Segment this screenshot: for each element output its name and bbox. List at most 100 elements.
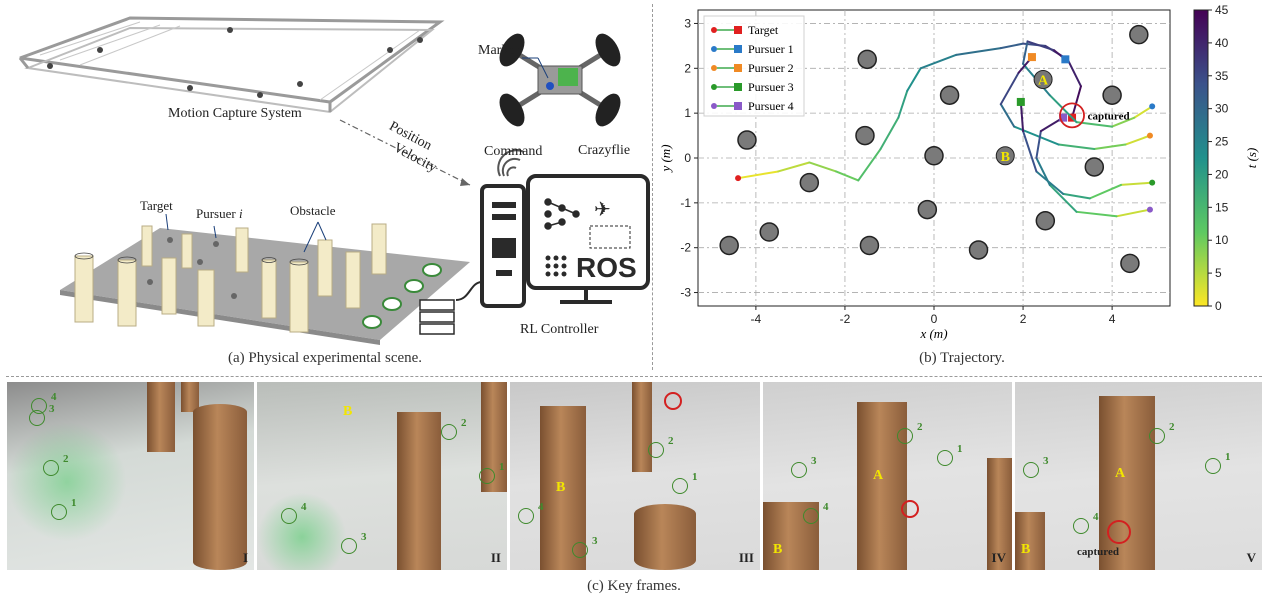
panel-a: ✈ Motion Capture System Marker Crazyflie… (0, 0, 650, 372)
pursuer-marker: 2 (43, 453, 69, 476)
obstacle-circle (737, 130, 757, 150)
pursuer-marker: 3 (341, 531, 367, 554)
wifi-icon (497, 149, 525, 177)
frame-number: III (738, 550, 754, 565)
x-tick-label: 0 (931, 312, 938, 326)
start-marker (1146, 132, 1153, 139)
colorbar-tick-label: 45 (1215, 3, 1229, 17)
ros-label: ROS (576, 252, 637, 283)
trajectory-segment (808, 161, 838, 173)
obstacle-circle (759, 222, 779, 242)
trajectory-segment (857, 148, 882, 182)
pursuer-marker: 4 (1073, 511, 1099, 534)
trajectory-segment (1124, 134, 1151, 146)
colorbar-tick-label: 40 (1215, 36, 1229, 50)
trajectory-segment (1133, 105, 1154, 119)
key-frame-1: 4 3 2 1 I (7, 382, 254, 570)
trajectory-segment (1120, 181, 1154, 186)
obstacle-circle (1102, 85, 1122, 105)
legend-end-marker (734, 45, 742, 53)
trajectory-segment (1093, 143, 1127, 151)
pursuer-marker: 1 (479, 461, 505, 484)
y-tick-label: 3 (684, 16, 691, 30)
frame-number: I (242, 550, 248, 565)
y-tick-label: -1 (680, 196, 691, 210)
trajectory-segment (1022, 130, 1038, 173)
y-axis-label: y (m) (658, 144, 673, 173)
trajectory-segment (1075, 210, 1118, 218)
pillar (1015, 512, 1045, 570)
colorbar-tick-label: 0 (1215, 299, 1222, 313)
trajectory-segment (1026, 40, 1056, 52)
colorbar (1193, 9, 1209, 307)
legend-label: Pursuer 2 (748, 61, 794, 75)
legend-end-marker (734, 102, 742, 110)
obstacle-circle (1129, 24, 1149, 45)
y-tick-label: 1 (684, 106, 691, 120)
pillar (987, 458, 1012, 570)
key-frame-3: B 2 1 4 3 III (510, 382, 760, 570)
pillar (1099, 396, 1155, 570)
end-marker (1061, 55, 1070, 64)
trajectory-segment (1062, 192, 1091, 200)
trajectory-segment (919, 53, 958, 70)
legend-box (703, 15, 805, 117)
legend-start-marker (711, 65, 717, 71)
colorbar-tick-label: 25 (1215, 135, 1229, 149)
panel-c-caption: (c) Key frames. (587, 578, 681, 594)
trajectory-segment (1022, 40, 1029, 65)
end-marker (1059, 113, 1068, 122)
captured-label: captured (1077, 546, 1119, 558)
region-b-label: B (773, 542, 783, 557)
trajectory-segment (1019, 100, 1025, 133)
trajectory-segment (906, 67, 922, 92)
key-frame-4: A B 2 1 3 4 IV (763, 382, 1012, 570)
trajectory-segment (737, 170, 780, 180)
frame-number: V (1246, 550, 1256, 565)
obstacle-circle (799, 172, 820, 193)
obstacle-circle (857, 49, 877, 70)
y-tick-label: -2 (680, 241, 691, 255)
motion-capture-truss (18, 16, 445, 114)
panel-b-caption: (b) Trajectory. (919, 350, 1005, 366)
pursuer-marker: 1 (937, 443, 963, 466)
start-marker (1146, 206, 1153, 213)
panel-a-caption: (a) Physical experimental scene. (227, 350, 423, 366)
region-a-label: A (1115, 466, 1126, 481)
mocap-label: Motion Capture System (168, 106, 302, 121)
pursuer-marker: 2 (441, 417, 467, 440)
pursuer-marker: 1 (672, 471, 698, 494)
frame-number: IV (991, 550, 1006, 565)
trajectory-segment (1048, 183, 1078, 213)
pillar (632, 382, 652, 472)
obstacle-label: Obstacle (290, 203, 336, 218)
command-label: Command (484, 144, 543, 159)
legend-label: Pursuer 4 (748, 99, 794, 113)
start-marker (735, 175, 742, 182)
legend-start-marker (711, 27, 717, 33)
trajectory-segment (879, 116, 900, 151)
legend-label: Pursuer 3 (748, 80, 794, 94)
trajectory-segment (999, 103, 1016, 128)
pillar (857, 402, 907, 570)
pursuer-marker: 3 (1023, 455, 1049, 478)
region-b-label: B (343, 404, 353, 419)
experiment-scene-illustration: ✈ (18, 16, 650, 345)
pursuer-marker: 2 (897, 421, 923, 444)
legend-end-marker (734, 83, 742, 91)
pursuer-marker: 4 (281, 501, 307, 524)
trajectory-segment (1013, 125, 1060, 146)
trajectory-segment (955, 47, 1002, 56)
pursuer-marker: 3 (29, 403, 55, 426)
colorbar-tick-label: 15 (1215, 200, 1229, 214)
trajectory-segment (777, 161, 811, 173)
legend-start-marker (711, 46, 717, 52)
obstacle-pillars (74, 223, 387, 333)
capture-ring (1059, 102, 1085, 129)
region-circle (995, 146, 1015, 166)
green-glow (257, 492, 347, 570)
x-tick-label: -2 (840, 312, 851, 326)
monitor (526, 174, 650, 304)
trajectory-segment (1088, 183, 1123, 200)
colorbar-tick-label: 5 (1215, 266, 1222, 280)
